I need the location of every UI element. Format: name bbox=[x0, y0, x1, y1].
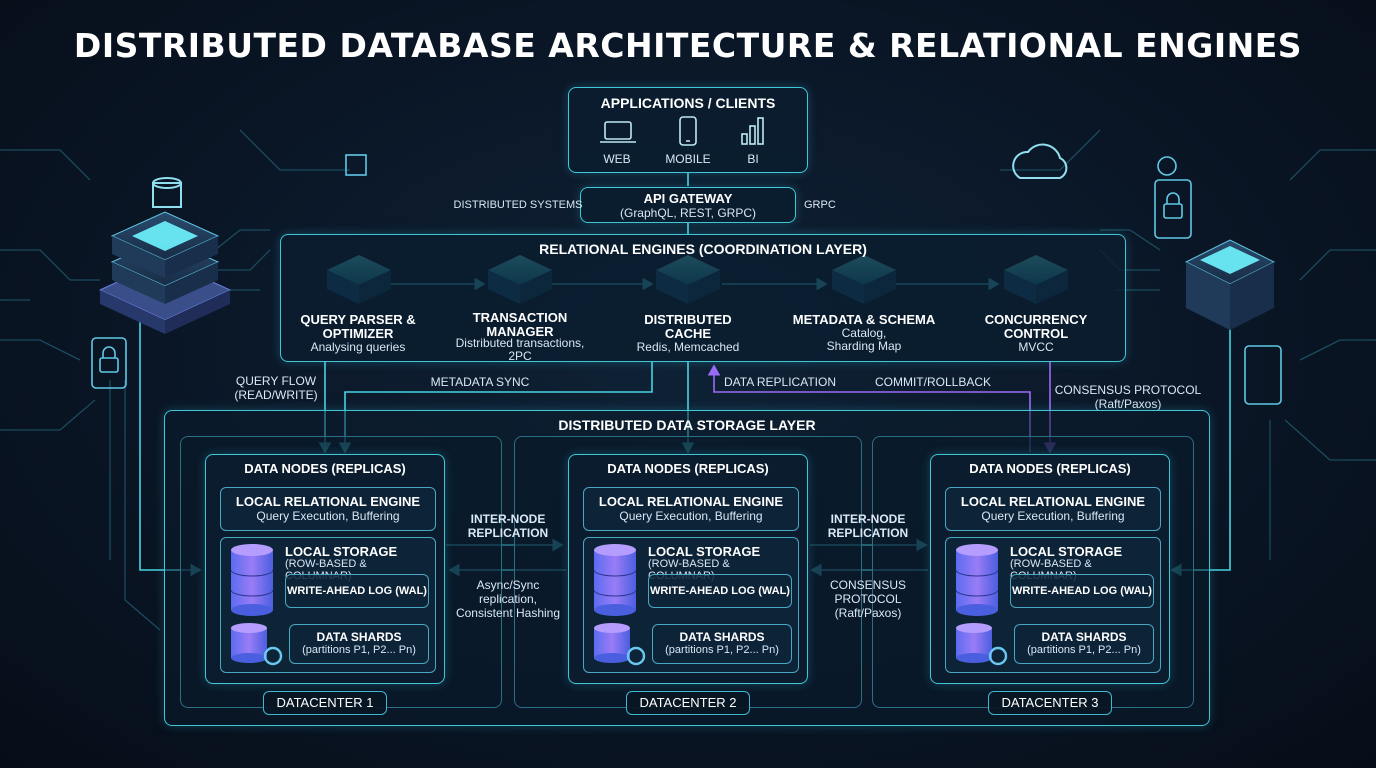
engine-metadata-schema-desc: Catalog, Sharding Map bbox=[826, 326, 902, 353]
inter-node-replication-2-desc: CONSENSUS PROTOCOL (Raft/Paxos) bbox=[829, 578, 906, 620]
clients-panel: APPLICATIONS / CLIENTS WEB MOBILE BI bbox=[568, 87, 808, 173]
node-3-wal[interactable]: WRITE-AHEAD LOG (WAL) bbox=[1010, 574, 1154, 608]
client-item-bi[interactable]: BI bbox=[747, 152, 759, 166]
node-2-shards[interactable]: DATA SHARDS (partitions P1, P2... Pn) bbox=[652, 624, 792, 664]
shard-cylinder-icon bbox=[231, 623, 283, 666]
gateway-right-label: GRPC bbox=[804, 199, 836, 211]
database-cylinder-icon bbox=[593, 544, 637, 616]
gateway-subtitle: (GraphQL, REST, GRPC) bbox=[619, 206, 757, 220]
node-3-title: DATA NODES (REPLICAS) bbox=[969, 461, 1131, 476]
query-flow-label: QUERY FLOW (READ/WRITE) bbox=[234, 374, 318, 402]
api-gateway-panel: API GATEWAY (GraphQL, REST, GRPC) bbox=[580, 187, 796, 223]
metadata-sync-label: METADATA SYNC bbox=[430, 375, 530, 389]
node-2-engine-desc: Query Execution, Buffering bbox=[619, 509, 763, 523]
relational-engines-panel: RELATIONAL ENGINES (COORDINATION LAYER) bbox=[280, 234, 1126, 362]
inter-node-replication-2-title: INTER-NODE REPLICATION bbox=[827, 512, 909, 540]
node-2-shards-desc: (partitions P1, P2... Pn) bbox=[665, 644, 779, 656]
node-1-shards-title: DATA SHARDS bbox=[316, 630, 402, 644]
engine-metadata-schema-name: METADATA & SCHEMA bbox=[792, 312, 936, 327]
commit-rollback-label: COMMIT/ROLLBACK bbox=[874, 375, 991, 389]
node-2-engine-title: LOCAL RELATIONAL ENGINE bbox=[598, 494, 784, 509]
data-node-2[interactable]: DATA NODES (REPLICAS) LOCAL RELATIONAL E… bbox=[568, 454, 808, 684]
client-item-web[interactable]: WEB bbox=[603, 152, 631, 166]
node-2-local-storage[interactable]: LOCAL STORAGE (ROW-BASED & COLUMNAR) WRI… bbox=[583, 537, 799, 673]
mobile-icon bbox=[679, 116, 697, 146]
engine-concurrency-control-name: CONCURRENCY CONTROL bbox=[984, 312, 1088, 341]
bar-chart-icon bbox=[741, 117, 764, 145]
node-3-storage-title: LOCAL STORAGE bbox=[1010, 544, 1123, 559]
node-3-shards[interactable]: DATA SHARDS (partitions P1, P2... Pn) bbox=[1014, 624, 1154, 664]
engine-transaction-manager-name: TRANSACTION MANAGER bbox=[472, 310, 568, 339]
node-3-local-engine[interactable]: LOCAL RELATIONAL ENGINE Query Execution,… bbox=[945, 487, 1161, 531]
engine-distributed-cache-name: DISTRIBUTED CACHE bbox=[644, 312, 732, 341]
node-1-storage-graphics bbox=[230, 544, 283, 666]
node-3-storage-graphics bbox=[955, 544, 1008, 666]
clients-title: APPLICATIONS / CLIENTS bbox=[600, 95, 776, 111]
gateway-title: API GATEWAY bbox=[643, 191, 733, 206]
node-3-engine-title: LOCAL RELATIONAL ENGINE bbox=[960, 494, 1146, 509]
storage-title: DISTRIBUTED DATA STORAGE LAYER bbox=[558, 417, 816, 433]
data-replication-label: DATA REPLICATION bbox=[723, 375, 837, 389]
node-1-wal-label: WRITE-AHEAD LOG (WAL) bbox=[287, 585, 427, 597]
node-2-storage-title: LOCAL STORAGE bbox=[648, 544, 761, 559]
node-3-wal-label: WRITE-AHEAD LOG (WAL) bbox=[1012, 585, 1152, 597]
node-1-local-engine[interactable]: LOCAL RELATIONAL ENGINE Query Execution,… bbox=[220, 487, 436, 531]
datacenter-3-tag[interactable]: DATACENTER 3 bbox=[988, 691, 1112, 715]
shard-gear-icon bbox=[988, 646, 1008, 666]
node-2-title: DATA NODES (REPLICAS) bbox=[607, 461, 769, 476]
datacenter-2-tag[interactable]: DATACENTER 2 bbox=[626, 691, 750, 715]
page-title: DISTRIBUTED DATABASE ARCHITECTURE & RELA… bbox=[73, 26, 1303, 65]
node-3-shards-title: DATA SHARDS bbox=[1041, 630, 1127, 644]
database-cylinder-icon bbox=[955, 544, 999, 616]
datacenter-1-tag[interactable]: DATACENTER 1 bbox=[263, 691, 387, 715]
node-1-wal[interactable]: WRITE-AHEAD LOG (WAL) bbox=[285, 574, 429, 608]
node-1-local-storage[interactable]: LOCAL STORAGE (ROW-BASED & COLUMNAR) WRI… bbox=[220, 537, 436, 673]
node-1-shards-desc: (partitions P1, P2... Pn) bbox=[302, 644, 416, 656]
node-1-shards[interactable]: DATA SHARDS (partitions P1, P2... Pn) bbox=[289, 624, 429, 664]
node-2-wal[interactable]: WRITE-AHEAD LOG (WAL) bbox=[648, 574, 792, 608]
node-3-shards-desc: (partitions P1, P2... Pn) bbox=[1027, 644, 1141, 656]
engine-query-parser-desc: Analysing queries bbox=[310, 340, 406, 354]
data-node-1[interactable]: DATA NODES (REPLICAS) LOCAL RELATIONAL E… bbox=[205, 454, 445, 684]
laptop-icon bbox=[600, 121, 636, 143]
engine-concurrency-control-desc: MVCC bbox=[1018, 340, 1054, 354]
node-2-wal-label: WRITE-AHEAD LOG (WAL) bbox=[650, 585, 790, 597]
consensus-protocol-label: CONSENSUS PROTOCOL (Raft/Paxos) bbox=[1054, 383, 1202, 411]
node-1-engine-desc: Query Execution, Buffering bbox=[256, 509, 400, 523]
node-2-storage-graphics bbox=[593, 544, 646, 666]
database-cylinder-icon bbox=[230, 544, 274, 616]
inter-node-replication-1-desc: Async/Sync replication, Consistent Hashi… bbox=[455, 578, 561, 620]
node-1-engine-title: LOCAL RELATIONAL ENGINE bbox=[235, 494, 421, 509]
engine-transaction-manager-desc: Distributed transactions, 2PC bbox=[455, 336, 585, 363]
client-item-mobile[interactable]: MOBILE bbox=[665, 152, 711, 166]
node-3-local-storage[interactable]: LOCAL STORAGE (ROW-BASED & COLUMNAR) WRI… bbox=[945, 537, 1161, 673]
data-node-3[interactable]: DATA NODES (REPLICAS) LOCAL RELATIONAL E… bbox=[930, 454, 1170, 684]
shard-gear-icon bbox=[263, 646, 283, 666]
engine-query-parser-name: QUERY PARSER & OPTIMIZER bbox=[300, 312, 416, 341]
node-2-local-engine[interactable]: LOCAL RELATIONAL ENGINE Query Execution,… bbox=[583, 487, 799, 531]
node-1-storage-title: LOCAL STORAGE bbox=[285, 544, 398, 559]
shard-gear-icon bbox=[626, 646, 646, 666]
inter-node-replication-1-title: INTER-NODE REPLICATION bbox=[467, 512, 549, 540]
node-3-engine-desc: Query Execution, Buffering bbox=[981, 509, 1125, 523]
shard-cylinder-icon bbox=[956, 623, 1008, 666]
gateway-left-label: DISTRIBUTED SYSTEMS bbox=[453, 199, 583, 211]
shard-cylinder-icon bbox=[594, 623, 646, 666]
engines-title: RELATIONAL ENGINES (COORDINATION LAYER) bbox=[539, 241, 867, 257]
client-icons bbox=[600, 116, 764, 146]
node-2-shards-title: DATA SHARDS bbox=[679, 630, 765, 644]
node-1-title: DATA NODES (REPLICAS) bbox=[244, 461, 406, 476]
engine-distributed-cache-desc: Redis, Memcached bbox=[636, 340, 740, 354]
